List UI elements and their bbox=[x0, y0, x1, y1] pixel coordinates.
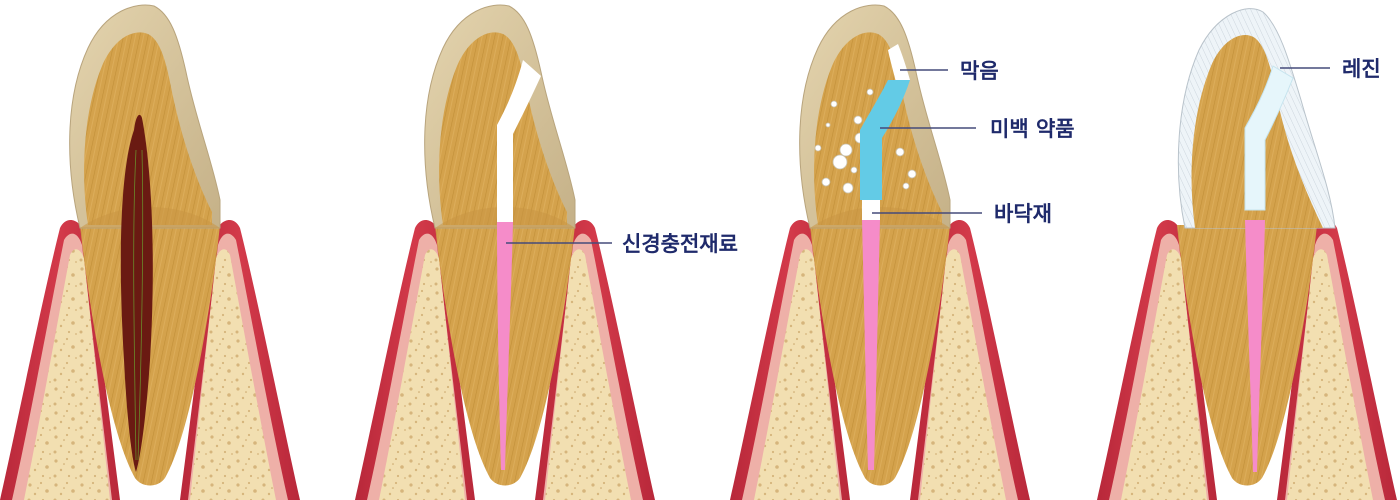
label-seal: 막음 bbox=[960, 59, 999, 83]
label-root-filling: 신경충전재료 bbox=[622, 232, 738, 256]
bleaching-agent bbox=[860, 80, 910, 200]
label-resin: 레진 bbox=[1342, 57, 1381, 81]
leader-resin: 레진 bbox=[1280, 57, 1381, 81]
leader-root-filling: 신경충전재료 bbox=[506, 232, 738, 256]
base-material bbox=[862, 200, 880, 220]
leader-bleaching-agent: 미백 약품 bbox=[880, 117, 1075, 141]
leader-base: 바닥재 bbox=[872, 202, 1052, 226]
tooth-2-root-filling bbox=[355, 4, 655, 500]
seal-material bbox=[888, 44, 910, 90]
tooth-3-bleaching bbox=[730, 4, 1030, 500]
root-filling-material bbox=[497, 222, 513, 470]
label-bleaching-agent: 미백 약품 bbox=[990, 117, 1075, 141]
pulp-canal bbox=[120, 114, 153, 472]
label-base: 바닥재 bbox=[994, 202, 1052, 226]
leader-seal: 막음 bbox=[900, 59, 999, 83]
tooth-4-resin bbox=[1097, 8, 1397, 500]
tooth-1-pulp bbox=[0, 4, 300, 500]
access-cavity bbox=[497, 60, 541, 222]
